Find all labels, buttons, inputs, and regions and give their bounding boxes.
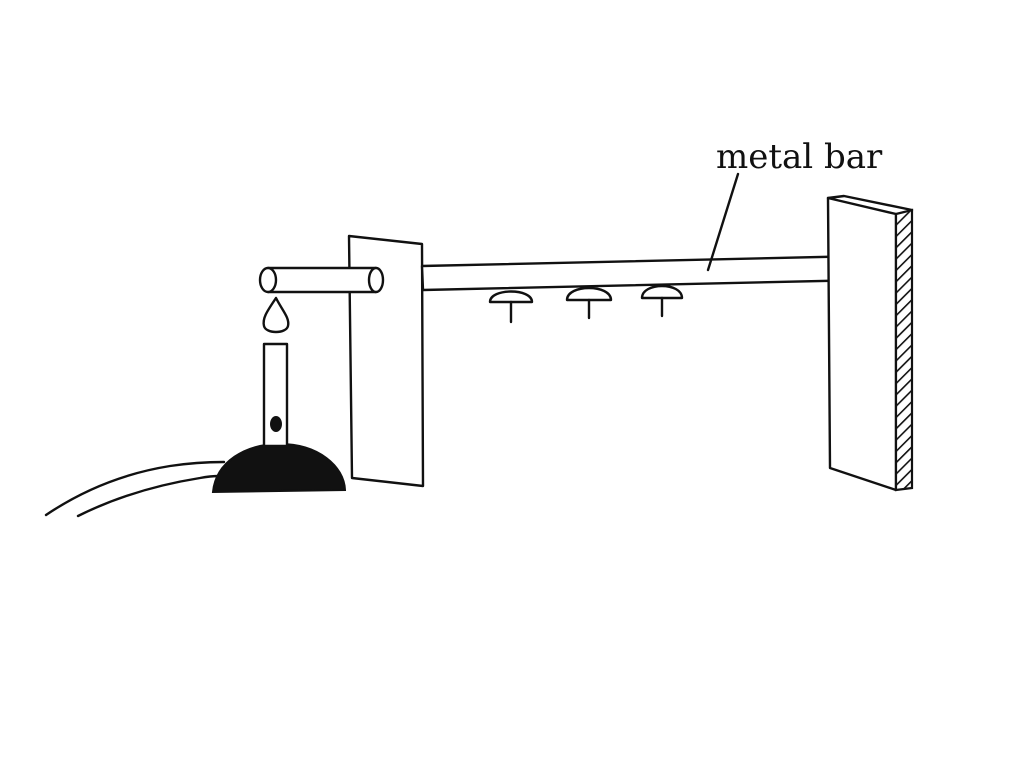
- burner-base: [211, 442, 347, 494]
- drawing-pin-1: [488, 290, 534, 324]
- bunsen-burner: [262, 342, 289, 448]
- right-support-wall: [826, 194, 914, 492]
- flame-icon: [262, 296, 290, 334]
- left-support-board: [347, 234, 425, 488]
- drawing-pin-3: [640, 284, 684, 318]
- drawing-pin-2: [565, 286, 613, 320]
- metal-bar-label: metal bar: [716, 137, 883, 177]
- label-leader-line: [706, 172, 740, 272]
- gas-hose: [44, 460, 226, 518]
